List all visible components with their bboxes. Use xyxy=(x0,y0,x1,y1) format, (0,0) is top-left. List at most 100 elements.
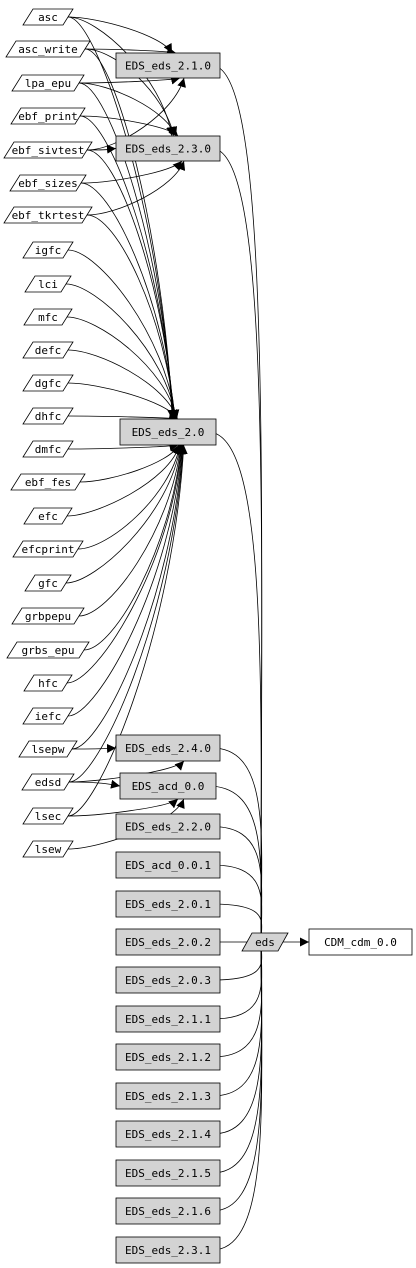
node-grbpepu-shape xyxy=(11,607,85,625)
node-eds-eds-2-3-0-label: EDS_eds_2.3.0 xyxy=(125,143,211,156)
node-ebf-tkrtest[interactable]: ebf_tkrtest xyxy=(3,206,93,224)
node-lsec[interactable]: lsec xyxy=(22,807,74,825)
node-eds-eds-2-1-5-label: EDS_eds_2.1.5 xyxy=(125,1167,211,1180)
edge-lsec-to-eds-acd-0-0 xyxy=(67,798,179,817)
node-ebf-sizes[interactable]: ebf_sizes xyxy=(9,174,87,192)
edge-ebf-tkrtest-to-eds-eds-2-3-0 xyxy=(86,160,186,216)
node-eds-eds-2-1-1[interactable]: EDS_eds_2.1.1 xyxy=(115,1005,221,1033)
node-asc-write[interactable]: asc_write xyxy=(5,40,91,58)
node-dgfc-shape xyxy=(22,374,74,392)
node-eds-eds-2-1-2-label: EDS_eds_2.1.2 xyxy=(125,1051,211,1064)
node-eds-eds-2-1-2[interactable]: EDS_eds_2.1.2 xyxy=(115,1043,221,1071)
node-dgfc[interactable]: dgfc xyxy=(22,374,74,392)
node-eds-acd-0-0[interactable]: EDS_acd_0.0 xyxy=(119,772,217,800)
node-eds-eds-2-1-5[interactable]: EDS_eds_2.1.5 xyxy=(115,1159,221,1187)
edge-defc-to-eds-eds-2-0 xyxy=(67,349,179,420)
node-lpa-epu[interactable]: lpa_epu xyxy=(11,74,85,92)
node-ebf-print-label: ebf_print xyxy=(18,110,78,123)
edge-gfc-to-eds-eds-2-0 xyxy=(65,444,184,584)
node-eds-eds-2-0[interactable]: EDS_eds_2.0 xyxy=(119,418,217,446)
node-lsec-label: lsec xyxy=(35,810,62,823)
node-dhfc-shape xyxy=(22,407,74,425)
node-ebf-sizes-shape xyxy=(9,174,87,192)
node-ebf-sivtest-shape xyxy=(3,141,93,159)
node-dhfc-label: dhfc xyxy=(35,410,62,423)
edge-dhfc-to-eds-eds-2-0 xyxy=(67,413,179,423)
edge-ebf-tkrtest-to-eds-eds-2-0 xyxy=(86,214,179,420)
node-eds-eds-2-3-0[interactable]: EDS_eds_2.3.0 xyxy=(115,135,221,162)
node-cdm-cdm-0-0-shape xyxy=(308,928,413,956)
node-dhfc[interactable]: dhfc xyxy=(22,407,74,425)
node-grbs-epu-shape xyxy=(6,641,90,659)
node-lci-shape xyxy=(24,275,72,293)
node-iefc[interactable]: iefc xyxy=(22,707,74,725)
node-eds-eds-2-1-2-shape xyxy=(115,1043,221,1071)
node-eds-eds-2-1-3-label: EDS_eds_2.1.3 xyxy=(125,1090,211,1103)
node-eds-eds-2-1-6[interactable]: EDS_eds_2.1.6 xyxy=(115,1197,221,1225)
node-efcprint[interactable]: efcprint xyxy=(12,540,84,558)
node-eds-eds-2-1-4-label: EDS_eds_2.1.4 xyxy=(125,1128,211,1141)
node-efcprint-shape xyxy=(12,540,84,558)
node-eds-eds-2-1-0[interactable]: EDS_eds_2.1.0 xyxy=(115,52,221,79)
node-eds-shape xyxy=(241,932,289,952)
node-asc[interactable]: asc xyxy=(22,8,74,26)
node-eds-eds-2-1-0-label: EDS_eds_2.1.0 xyxy=(125,60,211,73)
node-eds-eds-2-0-3-shape xyxy=(115,966,221,994)
node-eds-eds-2-1-0-shape xyxy=(115,52,221,79)
node-efc-shape xyxy=(23,507,73,525)
node-efc[interactable]: efc xyxy=(23,507,73,525)
edge-eds-eds-2-3-1-to-eds xyxy=(211,941,266,1251)
node-eds-eds-2-0-2[interactable]: EDS_eds_2.0.2 xyxy=(115,928,221,956)
node-ebf-print-shape xyxy=(10,107,86,125)
node-grbpepu-label: grbpepu xyxy=(25,610,71,623)
node-defc[interactable]: defc xyxy=(22,341,74,359)
node-cdm-cdm-0-0[interactable]: CDM_cdm_0.0 xyxy=(308,928,413,956)
node-mfc[interactable]: mfc xyxy=(23,308,73,326)
node-eds-eds-2-1-4[interactable]: EDS_eds_2.1.4 xyxy=(115,1120,221,1148)
node-eds-eds-2-0-1[interactable]: EDS_eds_2.0.1 xyxy=(115,890,221,918)
node-lsec-shape xyxy=(22,807,74,825)
node-edsd[interactable]: edsd xyxy=(21,773,75,791)
edge-ebf-sivtest-to-eds-eds-2-3-0 xyxy=(86,144,117,154)
node-eds-eds-2-0-2-label: EDS_eds_2.0.2 xyxy=(125,936,211,949)
node-hfc[interactable]: hfc xyxy=(23,674,73,692)
node-dmfc-shape xyxy=(22,440,74,458)
node-eds-eds-2-0-shape xyxy=(119,418,217,446)
node-eds-eds-2-0-3-label: EDS_eds_2.0.3 xyxy=(125,974,211,987)
node-eds-eds-2-3-1[interactable]: EDS_eds_2.3.1 xyxy=(115,1236,221,1264)
node-ebf-sivtest-label: ebf_sivtest xyxy=(12,144,85,157)
edge-ebf-fes-to-eds-eds-2-0 xyxy=(79,444,180,483)
node-eds[interactable]: eds xyxy=(241,932,289,952)
node-gfc-label: gfc xyxy=(38,577,58,590)
edge-eds-eds-2-1-2-to-eds xyxy=(211,941,266,1058)
node-edsd-shape xyxy=(21,773,75,791)
node-eds-eds-2-4-0[interactable]: EDS_eds_2.4.0 xyxy=(115,734,221,762)
node-lsepw[interactable]: lsepw xyxy=(18,740,78,758)
node-eds-eds-2-1-4-shape xyxy=(115,1120,221,1148)
edge-lsepw-to-eds-eds-2-4-0 xyxy=(71,743,117,753)
node-eds-acd-0-0-label: EDS_acd_0.0 xyxy=(132,780,205,793)
node-eds-acd-0-0-1[interactable]: EDS_acd_0.0.1 xyxy=(115,851,221,879)
node-eds-eds-2-3-1-label: EDS_eds_2.3.1 xyxy=(125,1244,211,1257)
node-grbpepu[interactable]: grbpepu xyxy=(11,607,85,625)
node-gfc[interactable]: gfc xyxy=(24,574,72,592)
node-igfc-shape xyxy=(22,241,74,259)
edge-lpa-epu-to-eds-eds-2-1-0 xyxy=(78,75,181,85)
node-ebf-sivtest[interactable]: ebf_sivtest xyxy=(3,141,93,159)
node-ebf-print[interactable]: ebf_print xyxy=(10,107,86,125)
node-grbs-epu[interactable]: grbs_epu xyxy=(6,641,90,659)
node-mfc-label: mfc xyxy=(38,311,58,324)
node-eds-eds-2-0-3[interactable]: EDS_eds_2.0.3 xyxy=(115,966,221,994)
node-eds-eds-2-4-0-label: EDS_eds_2.4.0 xyxy=(125,742,211,755)
node-lsew[interactable]: lsew xyxy=(22,840,74,858)
node-eds-eds-2-1-1-label: EDS_eds_2.1.1 xyxy=(125,1013,211,1026)
node-igfc[interactable]: igfc xyxy=(22,241,74,259)
edge-grbpepu-to-eds-eds-2-0 xyxy=(78,444,185,617)
node-eds-eds-2-1-3[interactable]: EDS_eds_2.1.3 xyxy=(115,1082,221,1110)
node-ebf-fes[interactable]: ebf_fes xyxy=(10,473,86,491)
node-lci[interactable]: lci xyxy=(24,275,72,293)
node-lpa-epu-label: lpa_epu xyxy=(25,77,71,90)
node-dmfc[interactable]: dmfc xyxy=(22,440,74,458)
node-eds-eds-2-2-0[interactable]: EDS_eds_2.2.0 xyxy=(115,813,221,840)
edge-ebf-sivtest-to-eds-eds-2-1-0 xyxy=(86,77,186,151)
